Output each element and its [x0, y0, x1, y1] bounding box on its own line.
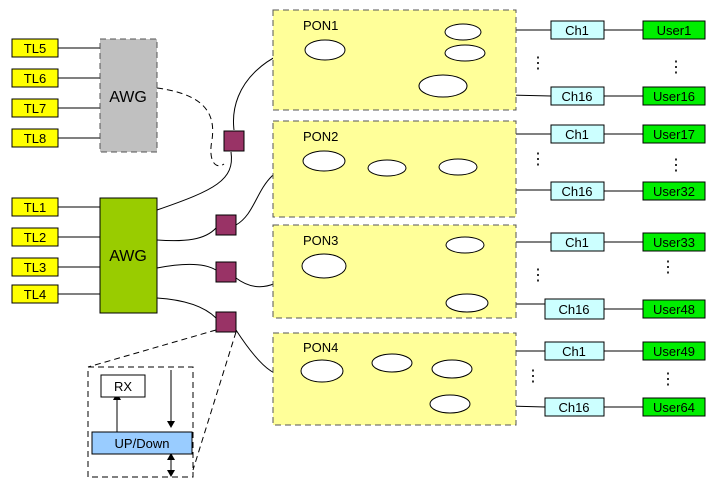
pon1-splitter-b [444, 44, 486, 62]
user-box-32 [642, 181, 706, 201]
tl7-box [11, 98, 59, 118]
rx-label: RX [114, 379, 132, 394]
updown-box [91, 431, 193, 455]
user-box-17 [642, 124, 706, 144]
tl-group-bottom: TL1 TL2 TL3 TL4 [11, 197, 59, 304]
pon4-ch-last-label: Ch16 [558, 400, 589, 415]
splitters [300, 23, 489, 414]
pon4-ch-last-box [544, 397, 605, 417]
pon2-ch-first-label: Ch1 [565, 127, 589, 142]
ellipsis-ch-pon2: ⋮ [530, 151, 546, 168]
pon3-splitter-b [445, 293, 489, 313]
pon1-ch-last-box [550, 86, 605, 106]
ellipsis-user-pon3: ⋮ [660, 259, 676, 276]
pon1-ch-last-label: Ch16 [561, 89, 592, 104]
tl1-label: TL1 [24, 200, 46, 215]
awg-top: AWG [99, 38, 158, 153]
ellipsis-ch-pon4: ⋮ [525, 368, 541, 385]
user-box-1 [642, 20, 706, 40]
awg-top-label: AWG [109, 89, 147, 106]
pon1-ch-first-box [550, 20, 605, 40]
switch-nodes [215, 130, 245, 333]
user-box-49 [642, 341, 706, 361]
ellipsis-user-pon2: ⋮ [668, 157, 684, 174]
tl4-label: TL4 [24, 287, 46, 302]
awg-bottom-label: AWG [109, 248, 147, 265]
pon1-ch-first-label: Ch1 [565, 23, 589, 38]
rx-box [100, 374, 146, 398]
user-box-33 [642, 232, 706, 252]
updown-label: UP/Down [115, 436, 170, 451]
user-label-49: User49 [653, 344, 695, 359]
tl5-label: TL5 [24, 41, 46, 56]
pon3-label: PON3 [303, 233, 338, 248]
tl6-label: TL6 [24, 71, 46, 86]
tl6-box [11, 68, 59, 88]
switch-node-4 [215, 311, 237, 333]
pon4-splitter-c [429, 394, 471, 414]
pon4-splitter-a [371, 353, 413, 373]
pon2-ch-last-label: Ch16 [561, 184, 592, 199]
channel-boxes: Ch1 Ch16 Ch1 Ch16 Ch1 Ch16 Ch1 Ch16 [544, 20, 605, 417]
pon4-ch-first-box [544, 341, 605, 361]
tl3-box [11, 257, 59, 277]
tl7-label: TL7 [24, 101, 46, 116]
pon4-splitter-main [300, 359, 344, 383]
user-label-17: User17 [653, 127, 695, 142]
tl2-box [11, 227, 59, 247]
pon3-ch-last-label: Ch16 [558, 302, 589, 317]
user-box-16 [642, 86, 706, 106]
ellipsis-markers: ⋮ ⋮ ⋮ ⋮ ⋮ ⋮ ⋮ ⋮ [525, 55, 684, 388]
tl8-label: TL8 [24, 131, 46, 146]
pon2-label: PON2 [303, 129, 338, 144]
user-boxes: User1 User16 User17 User32 User33 User48… [642, 20, 706, 417]
pon2-splitter-b [438, 158, 478, 176]
pon3-ch-first-box [550, 232, 605, 252]
pon1-splitter-a [444, 23, 482, 41]
inset-frame [87, 366, 194, 478]
pon3-splitter-main [301, 253, 347, 279]
pon4-label: PON4 [303, 340, 338, 355]
pon1-label: PON1 [303, 18, 338, 33]
pon3-ch-first-label: Ch1 [565, 235, 589, 250]
user-label-16: User16 [653, 89, 695, 104]
ellipsis-ch-pon3: ⋮ [530, 267, 546, 284]
user-box-64 [642, 397, 706, 417]
user-label-48: User48 [653, 302, 695, 317]
inset-detail: RX UP/Down [87, 366, 194, 478]
pon2-splitter-a [367, 159, 407, 177]
tl1-box [11, 197, 59, 217]
pon4-ch-first-label: Ch1 [562, 344, 586, 359]
user-label-32: User32 [653, 184, 695, 199]
pon1-splitter-c [418, 74, 468, 98]
tl2-label: TL2 [24, 230, 46, 245]
pon1-splitter-main [304, 39, 346, 61]
switch-node-2 [215, 214, 237, 236]
ellipsis-ch-pon1: ⋮ [530, 55, 546, 72]
awg-top-box [99, 38, 158, 153]
pon2-ch-first-box [550, 124, 605, 144]
pon3-ch-last-box [544, 298, 605, 320]
ellipsis-user-pon1: ⋮ [668, 59, 684, 76]
pon2-splitter-main [302, 150, 346, 172]
awg-bottom: AWG [99, 197, 158, 314]
tl5-box [11, 38, 59, 58]
tl8-box [11, 128, 59, 148]
tl3-label: TL3 [24, 260, 46, 275]
user-label-64: User64 [653, 400, 695, 415]
pon4-splitter-b [431, 359, 473, 379]
awg-bottom-box [99, 197, 158, 314]
ellipsis-user-pon4: ⋮ [660, 371, 676, 388]
pon3-splitter-a [445, 236, 485, 254]
pon2-ch-last-box [550, 181, 605, 201]
tl4-box [11, 284, 59, 304]
user-label-1: User1 [657, 23, 692, 38]
user-box-48 [642, 299, 706, 319]
switch-node-1 [223, 130, 245, 152]
user-label-33: User33 [653, 235, 695, 250]
switch-node-3 [215, 261, 237, 283]
tl-group-top: TL5 TL6 TL7 TL8 [11, 38, 59, 148]
